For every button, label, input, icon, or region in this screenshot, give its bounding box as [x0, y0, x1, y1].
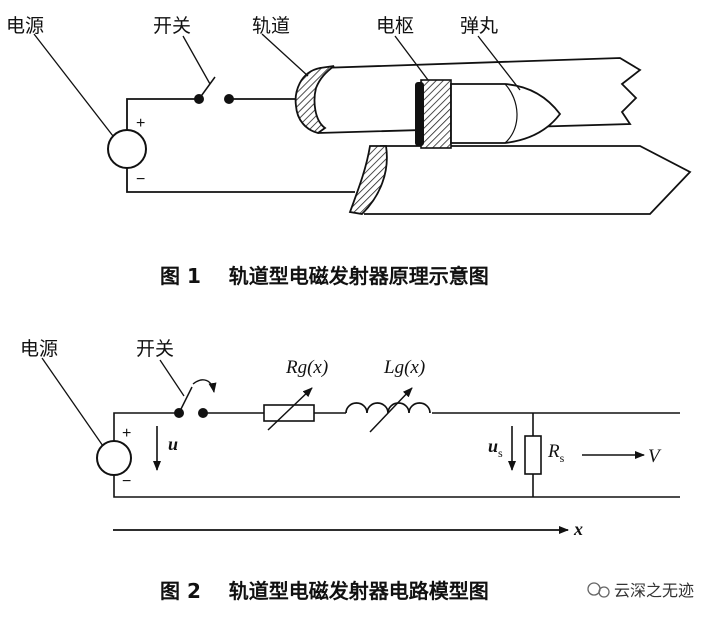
armature-pointer	[394, 35, 429, 81]
armature-resistance-symbol	[524, 435, 542, 475]
plus-sign: +	[122, 425, 131, 442]
rail-inductance-label: Lg(x)	[383, 357, 425, 378]
watermark-logo-icon	[587, 582, 610, 598]
switch-contact-right	[198, 408, 208, 418]
power-label: 电源	[6, 15, 44, 37]
top-wire	[126, 98, 196, 130]
rail-resistance-symbol	[263, 404, 315, 422]
switch-rotation-arrow	[192, 379, 217, 393]
plus-sign: +	[136, 115, 145, 132]
switch-lever	[198, 76, 216, 100]
switch-pointer	[182, 35, 211, 85]
switch-label: 开关	[136, 338, 174, 360]
rail-resistance-variable-arrow	[267, 387, 313, 431]
rail-label: 轨道	[252, 15, 290, 37]
position-axis-label: x	[573, 519, 583, 539]
bottom-wire	[113, 475, 680, 498]
armature-voltage-label: us	[488, 436, 503, 460]
figure-1: 电源 + − 开关 轨道 电枢 弹丸 图 1 轨道型电磁发射器原理示意图	[6, 15, 692, 288]
figure2-caption: 图 2 轨道型电磁发射器电路模型图	[160, 579, 489, 603]
armature-body	[420, 79, 452, 149]
lower-rail-end-hatched	[348, 145, 388, 215]
projectile-pointer	[477, 35, 521, 91]
armature-label: 电枢	[376, 15, 414, 37]
switch-contact-right	[224, 94, 234, 104]
watermark-text: 云深之无迹	[614, 581, 694, 600]
power-source-pointer	[41, 357, 104, 447]
source-voltage-label: u	[168, 434, 178, 454]
projectile-body	[450, 83, 562, 144]
armature-front-face	[415, 82, 424, 146]
left-wire	[113, 412, 176, 441]
figure-2: 电源 + − 开关 u Rg(x) Lg(x)	[20, 338, 680, 603]
switch-label: 开关	[153, 15, 191, 37]
power-source-symbol	[107, 129, 147, 169]
rail-pointer	[261, 33, 309, 77]
rail-resistance-label: Rg(x)	[285, 357, 328, 378]
velocity-label: V	[648, 446, 662, 467]
watermark: 云深之无迹	[587, 581, 694, 600]
projectile-label: 弹丸	[460, 15, 498, 37]
bottom-wire	[126, 168, 355, 193]
power-label: 电源	[20, 338, 58, 360]
figure1-caption: 图 1 轨道型电磁发射器原理示意图	[160, 264, 489, 288]
minus-sign: −	[136, 171, 145, 188]
rail-inductance-symbol	[345, 402, 431, 414]
projectile-tip-line	[504, 83, 518, 144]
switch-lever	[178, 386, 193, 414]
rail-inductance-variable-arrow	[369, 387, 413, 433]
switch-pointer	[159, 359, 185, 397]
power-source-symbol	[96, 440, 132, 476]
upper-rail-end-hatched	[294, 65, 335, 134]
power-source-pointer	[33, 33, 114, 137]
minus-sign: −	[122, 473, 131, 490]
armature-resistance-label: Rs	[547, 441, 565, 465]
lower-rail-body	[364, 145, 692, 215]
